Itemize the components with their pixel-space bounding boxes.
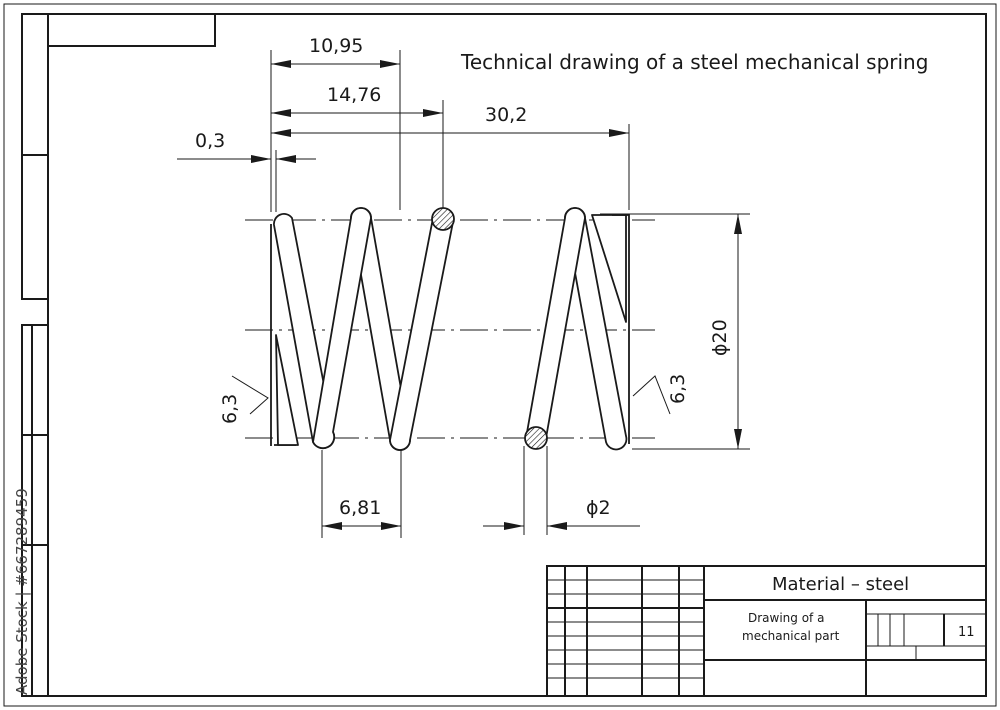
sheet-border bbox=[3, 3, 997, 707]
dim-phi-2: ϕ2 bbox=[586, 497, 611, 519]
left-margin-upper bbox=[21, 13, 49, 300]
dim-6-3-left: 6,3 bbox=[219, 394, 241, 424]
dim-0-3: 0,3 bbox=[195, 130, 225, 152]
dim-6-81: 6,81 bbox=[339, 497, 381, 519]
left-margin-lower bbox=[21, 324, 49, 697]
drawing-title: Technical drawing of a steel mechanical … bbox=[460, 50, 928, 74]
dim-30-2: 30,2 bbox=[485, 104, 527, 126]
coil-3 bbox=[312, 207, 372, 450]
dimension-labels: 10,95 14,76 30,2 0,3 6,3 6,3 6,81 ϕ2 ϕ20 bbox=[195, 35, 731, 519]
dim-phi-20: ϕ20 bbox=[709, 319, 731, 356]
end-coil-right bbox=[591, 214, 627, 323]
end-coil-left bbox=[275, 334, 299, 446]
wire-section-top bbox=[431, 207, 455, 231]
wire-section-bottom bbox=[524, 426, 548, 450]
dimension-lines bbox=[177, 60, 742, 530]
part-name-line-1: Drawing of a bbox=[748, 611, 824, 625]
spring-right-coils bbox=[524, 207, 630, 451]
title-block: Material – steel Drawing of a mechanical… bbox=[546, 565, 987, 697]
coil-6 bbox=[525, 207, 586, 449]
sheet-number: 11 bbox=[958, 625, 975, 640]
dim-6-3-right: 6,3 bbox=[667, 374, 689, 404]
part-name-line-2: mechanical part bbox=[742, 629, 840, 643]
spring-left-coils bbox=[270, 207, 455, 451]
dim-14-76: 14,76 bbox=[327, 84, 381, 106]
watermark-id: Adobe Stock | #667289459 bbox=[13, 488, 31, 695]
dim-10-95: 10,95 bbox=[309, 35, 363, 57]
material-label: Material – steel bbox=[772, 574, 909, 595]
